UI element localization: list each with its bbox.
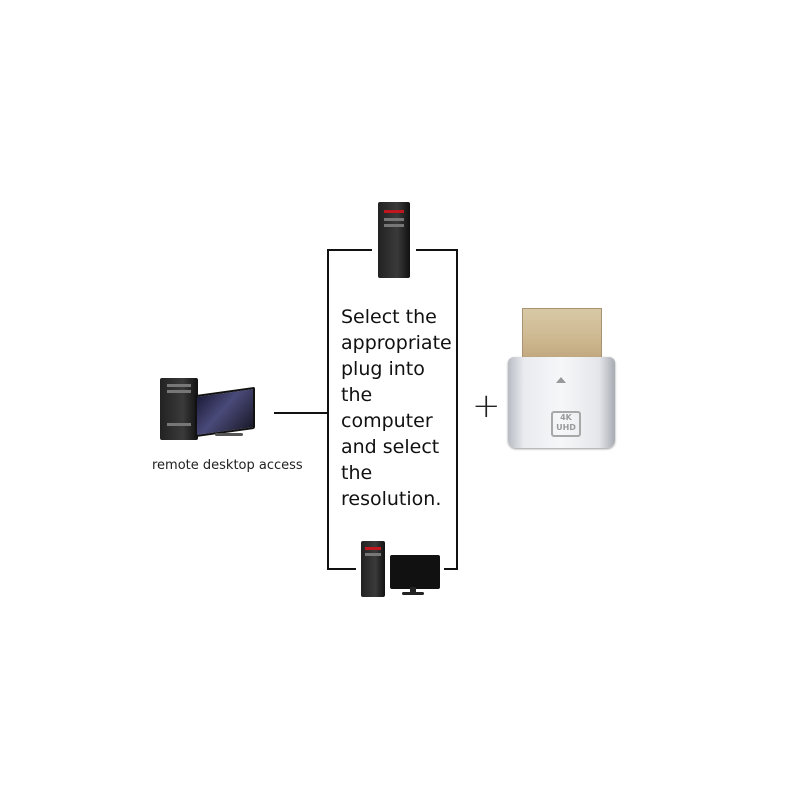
instruction-line: appropriate — [341, 332, 452, 354]
badge-4k: 4K — [560, 413, 572, 422]
4k-uhd-badge: 4K UHD — [551, 411, 581, 437]
remote-desktop-caption: remote desktop access — [152, 458, 303, 473]
instruction-text: Select the appropriate plug into the com… — [341, 304, 461, 512]
bracket-left — [327, 249, 329, 570]
instruction-line: resolution. — [341, 488, 442, 510]
instruction-line: plug into — [341, 358, 425, 380]
instruction-line: Select the — [341, 306, 437, 328]
bottom-computer-with-monitor-icon — [356, 538, 444, 600]
instruction-line: and select — [341, 436, 440, 458]
left-connector-line — [274, 412, 328, 414]
instruction-line: the — [341, 384, 373, 406]
dongle-body — [508, 357, 615, 448]
triangle-icon — [556, 377, 566, 383]
instruction-line: the — [341, 462, 373, 484]
bracket-right — [456, 249, 458, 570]
top-computer-tower-icon — [372, 200, 416, 280]
badge-uhd: UHD — [556, 423, 576, 432]
desktop-computer-icon — [155, 375, 260, 445]
hdmi-connector — [522, 308, 602, 362]
plus-symbol: + — [472, 386, 501, 426]
instruction-line: computer — [341, 410, 433, 432]
